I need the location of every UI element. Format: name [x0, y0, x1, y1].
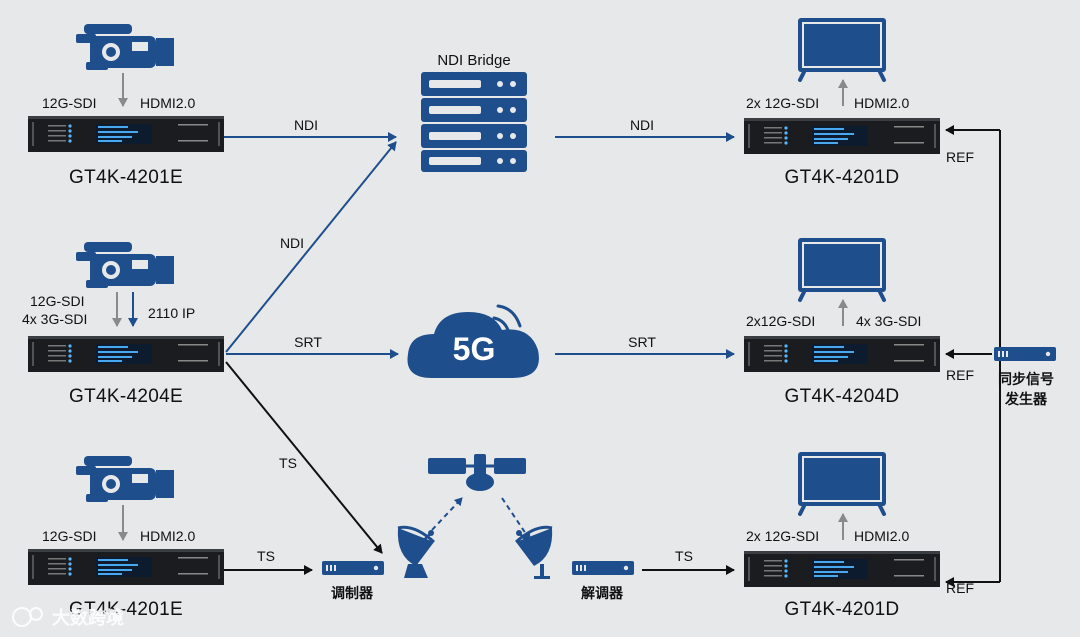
decoder-port-label: 4x 3G-SDI — [856, 313, 921, 329]
uplink-signal-arrow — [431, 497, 463, 531]
ts-link-label: TS — [675, 548, 693, 564]
downlink-dish-base — [534, 576, 550, 579]
uplink-dish-icon — [396, 525, 436, 580]
watermark-text: 大数跨境 — [52, 607, 124, 629]
camera-icon — [76, 242, 174, 288]
encoder-port-label: HDMI2.0 — [140, 95, 195, 111]
srt-link-label: SRT — [294, 334, 322, 350]
camera-icon — [76, 456, 174, 502]
encoder-port-label: 12G-SDI — [42, 528, 96, 544]
decoder-name: GT4K-4201D — [785, 167, 900, 188]
downlink-dish-base — [540, 564, 544, 578]
decoder-port-label: HDMI2.0 — [854, 95, 909, 111]
encoder-device — [28, 116, 224, 152]
demodulator-label: 解调器 — [581, 585, 624, 602]
sync-generator-icon — [994, 347, 1056, 361]
srt-link-label: SRT — [628, 334, 656, 350]
encoder-port-label: 2110 IP — [148, 305, 195, 321]
decoder-port-label: 2x 12G-SDI — [746, 95, 819, 111]
decoder-port-label: 2x 12G-SDI — [746, 528, 819, 544]
sync-generator-label: 发生器 — [1004, 391, 1048, 408]
decoder-name: GT4K-4204D — [785, 386, 900, 407]
encoder-port-label: 4x 3G-SDI — [22, 311, 87, 327]
satellite-icon — [428, 454, 526, 491]
modulator-icon — [322, 561, 384, 575]
encoder-name: GT4K-4201E — [69, 167, 183, 188]
encoder-port-label: 12G-SDI — [42, 95, 96, 111]
decoder-device — [744, 336, 940, 372]
camera-icon — [76, 24, 174, 70]
decoder-device — [744, 118, 940, 154]
server-icon — [421, 72, 527, 172]
tv-icon — [796, 16, 888, 82]
downlink-dish-icon — [514, 525, 553, 566]
ndi-link-label: NDI — [294, 117, 318, 133]
decoder-port-label: 2x12G-SDI — [746, 313, 815, 329]
decoder-port-label: HDMI2.0 — [854, 528, 909, 544]
ndi-bridge-title: NDI Bridge — [437, 52, 510, 69]
sync-generator-label: 同步信号 — [998, 371, 1054, 388]
cloud-5g-icon — [407, 304, 539, 378]
encoder-port-label: 12G-SDI — [30, 293, 84, 309]
decoder-name: GT4K-4201D — [785, 599, 900, 620]
cloud-label: 5G — [453, 331, 496, 367]
encoder-name: GT4K-4201E — [69, 599, 183, 620]
ref-label: REF — [946, 367, 974, 383]
ts-link-label: TS — [257, 548, 275, 564]
demodulator-icon — [572, 561, 634, 575]
modulator-label: 调制器 — [331, 585, 374, 602]
encoder-device — [28, 336, 224, 372]
encoder-port-label: HDMI2.0 — [140, 528, 195, 544]
watermark-logo-icon — [12, 607, 43, 627]
ndi-link-label: NDI — [630, 117, 654, 133]
ndi-diagonal-label: NDI — [280, 235, 304, 251]
ts-diagonal-label: TS — [279, 455, 297, 471]
encoder-name: GT4K-4204E — [69, 386, 183, 407]
encoder-device — [28, 549, 224, 585]
decoder-device — [744, 551, 940, 587]
ndi-diagonal-arrow — [225, 141, 397, 353]
tv-icon — [796, 236, 888, 302]
tv-icon — [796, 450, 888, 516]
ts-diagonal-arrow — [225, 361, 383, 554]
ref-label: REF — [946, 149, 974, 165]
